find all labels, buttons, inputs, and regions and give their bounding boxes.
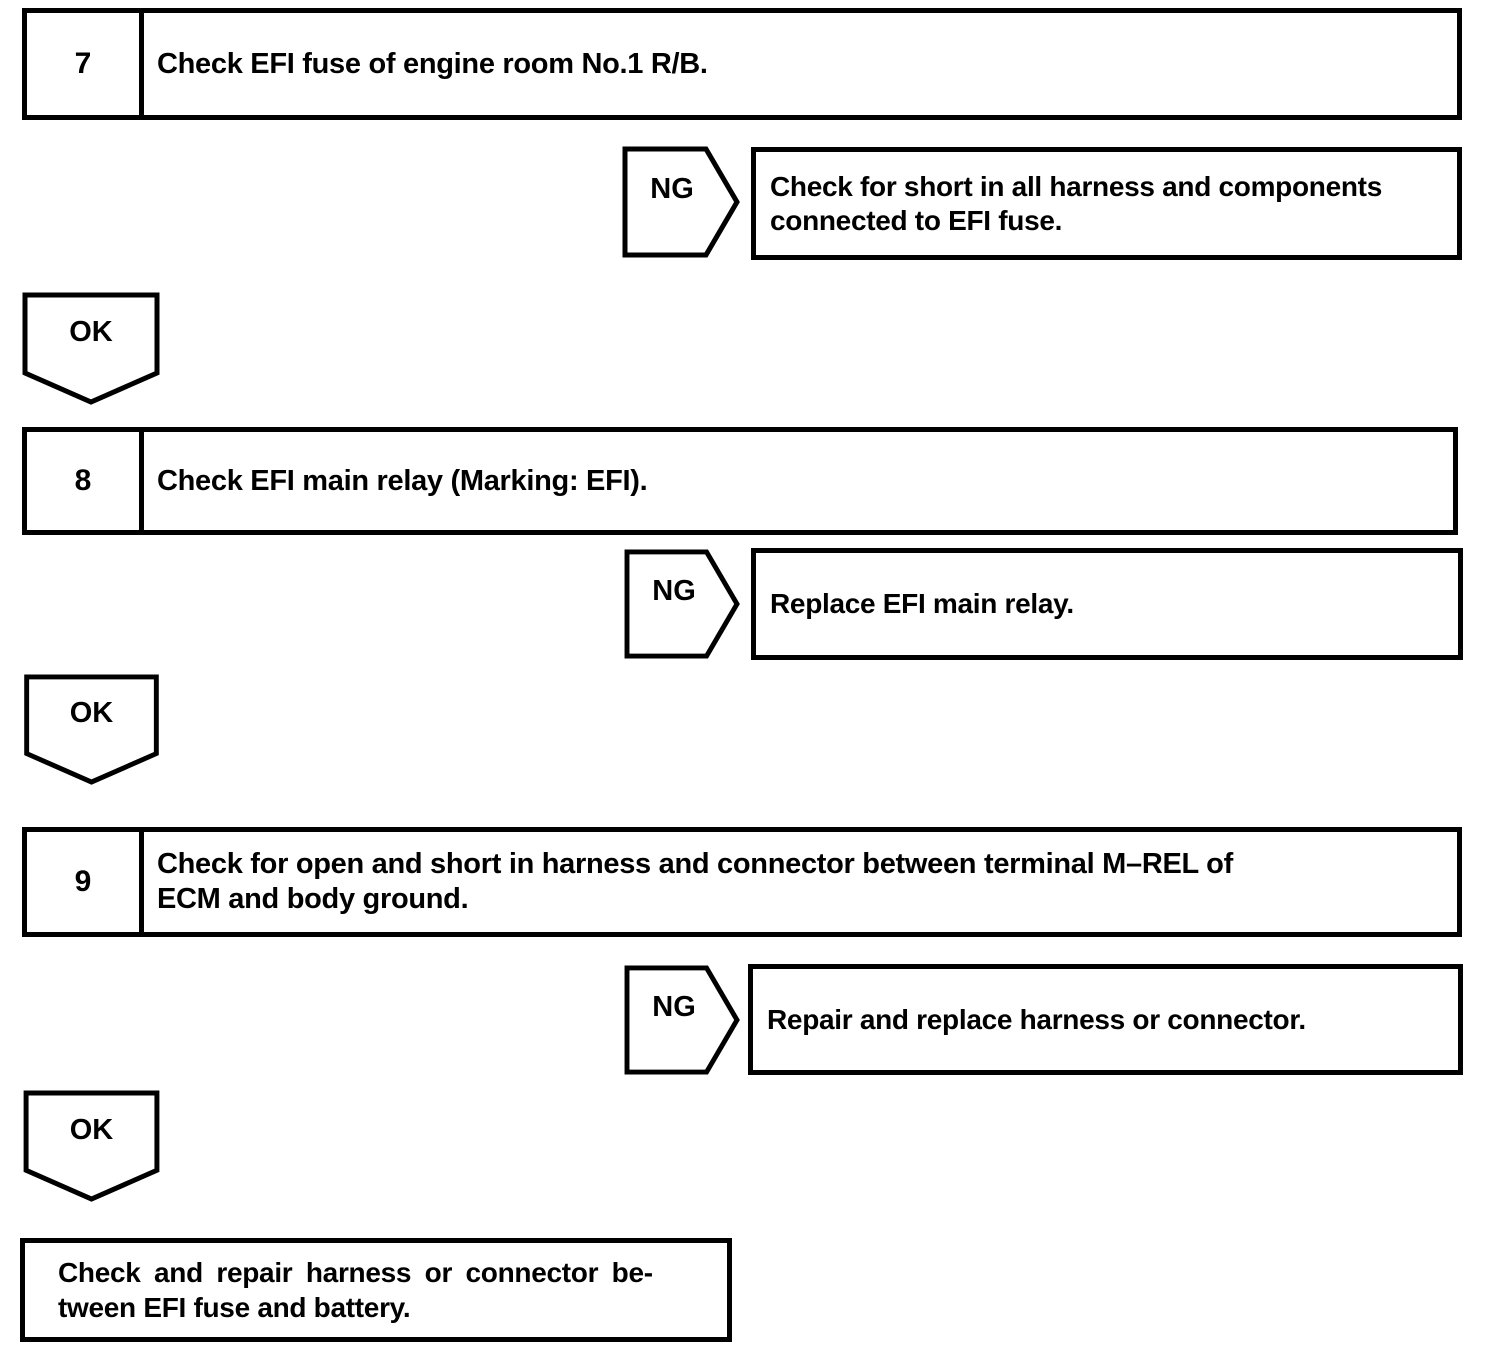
ng-result-1-line: Check for short in all harness and compo… [770, 170, 1382, 202]
step-9-box: 9 Check for open and short in harness an… [22, 827, 1462, 937]
step-7-text: Check EFI fuse of engine room No.1 R/B. [144, 13, 1457, 115]
ng-result-1-line: connected to EFI fuse. [770, 204, 1063, 236]
ng-pentagon-icon [624, 965, 740, 1075]
final-conclusion-line: Check and repair harness or connector be… [58, 1257, 653, 1288]
ok-pentagon-icon [22, 292, 160, 405]
ok-pentagon-shape [23, 1090, 160, 1202]
ng-result-2-line: Replace EFI main relay. [770, 588, 1074, 619]
ok-arrow-2: OK [23, 674, 160, 785]
ng-arrow-1: NG [622, 146, 740, 258]
ng-result-3-box: Repair and replace harness or connector. [748, 964, 1463, 1075]
step-7-text-line: Check EFI fuse of engine room No.1 R/B. [157, 48, 708, 80]
ng-arrow-1-label: NG [650, 172, 694, 205]
ok-pentagon-icon [24, 674, 159, 785]
step-7-number: 7 [27, 13, 144, 115]
step-9-text: Check for open and short in harness and … [144, 832, 1457, 932]
ok-arrow-1-label: OK [69, 316, 113, 348]
ng-pentagon-shape [622, 146, 740, 258]
step-9-text-line: Check for open and short in harness and … [157, 848, 1233, 880]
ok-arrow-2-label: OK [69, 697, 114, 729]
step-9-number: 9 [27, 832, 144, 932]
ng-arrow-3-label: NG [652, 990, 696, 1023]
ok-pentagon-shape [22, 292, 160, 405]
ok-arrow-3-label: OK [69, 1113, 114, 1146]
ng-result-2-box: Replace EFI main relay. [751, 548, 1463, 660]
ng-pentagon-shape [624, 549, 740, 659]
step-8-text: Check EFI main relay (Marking: EFI). [144, 432, 1453, 530]
ng-result-1-box: Check for short in all harness and compo… [751, 147, 1462, 260]
final-conclusion-box: Check and repair harness or connector be… [20, 1238, 732, 1342]
step-8-number: 8 [27, 432, 144, 530]
step-7-box: 7 Check EFI fuse of engine room No.1 R/B… [22, 8, 1462, 120]
ng-result-3-line: Repair and replace harness or connector. [767, 1003, 1306, 1035]
ng-pentagon-icon [624, 549, 740, 659]
step-8-text-line: Check EFI main relay (Marking: EFI). [157, 465, 648, 497]
ng-pentagon-icon [622, 146, 740, 258]
ok-pentagon-shape [24, 674, 159, 785]
step-8-box: 8 Check EFI main relay (Marking: EFI). [22, 427, 1458, 535]
ok-arrow-1: OK [22, 292, 160, 405]
ok-pentagon-icon [23, 1090, 160, 1202]
step-9-text-line: ECM and body ground. [157, 883, 469, 915]
ng-arrow-3: NG [624, 965, 740, 1075]
ng-arrow-2-label: NG [652, 574, 696, 607]
ng-pentagon-shape [624, 965, 740, 1075]
ng-arrow-2: NG [624, 549, 740, 659]
ok-arrow-3: OK [23, 1090, 160, 1202]
final-conclusion-line: tween EFI fuse and battery. [58, 1292, 411, 1323]
